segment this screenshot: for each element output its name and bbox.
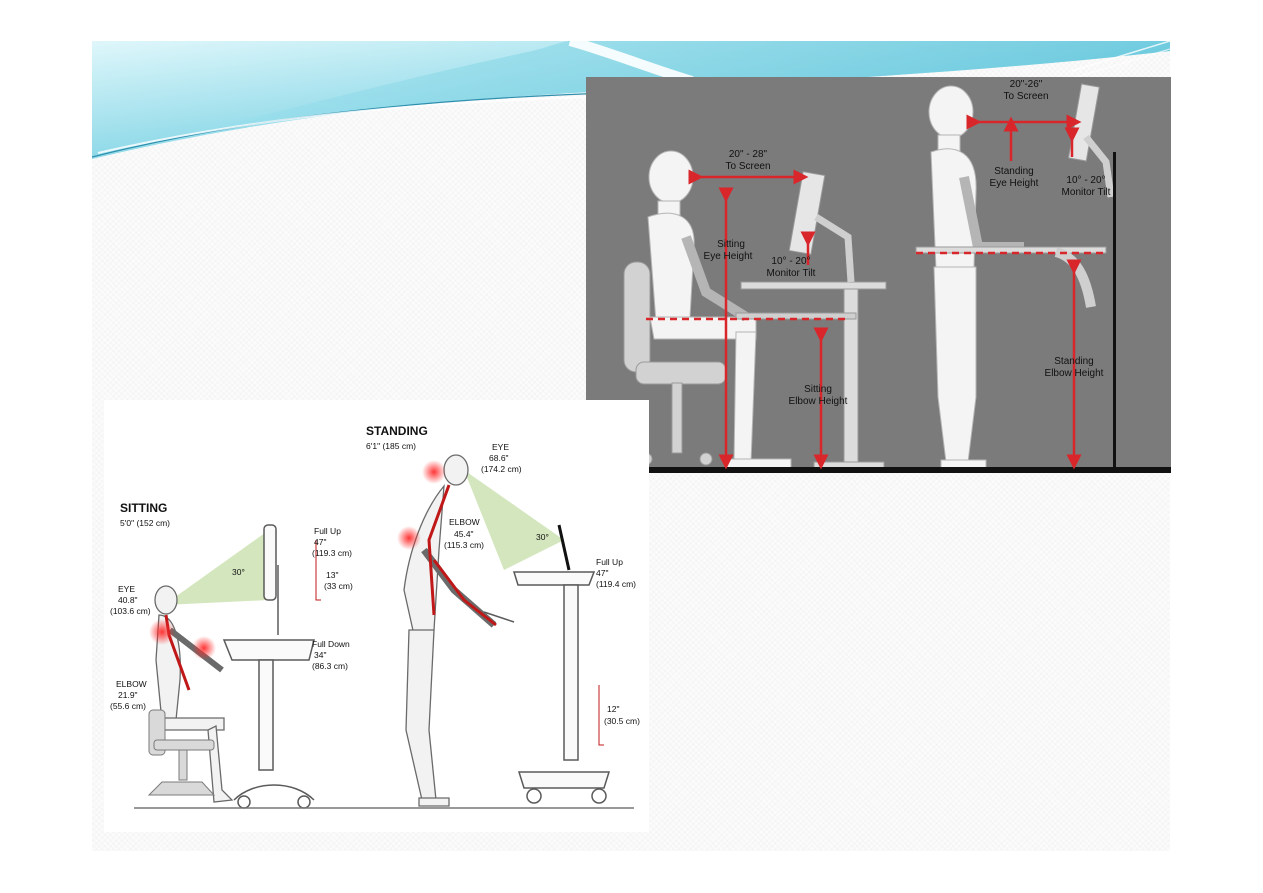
standing-spine-line [427, 484, 451, 616]
slide-canvas: 20" - 28" To Screen Sitting Eye Height 1… [92, 41, 1171, 851]
standing-elbow-val: 45.4" [454, 529, 474, 539]
sitting-range: 13" [326, 570, 338, 580]
strain-glow [192, 636, 216, 660]
sitting-fulldown-val: 34" [314, 650, 326, 660]
sitting-eye-cm: (103.6 cm) [110, 606, 151, 616]
standing-eye-label: EYE [492, 442, 509, 452]
sitting-range-cm: (33 cm) [324, 581, 353, 591]
standing-angle: 30° [536, 532, 549, 542]
standing-range: 12" [607, 704, 619, 714]
sitting-elbow-label: Sitting [804, 384, 832, 395]
sitting-angle: 30° [232, 567, 245, 577]
standing-height: 6'1" (185 cm) [366, 441, 416, 451]
sitting-desk [735, 171, 887, 471]
sitting-person-figure [647, 150, 792, 470]
sitting-tilt-label: 10° - 20° [771, 256, 810, 267]
standing-eye-val: 68.6" [489, 453, 509, 463]
standing-fullup-val: 47" [596, 568, 608, 578]
sitting-elbow-val: 21.9" [118, 690, 138, 700]
standing-elbow-cm: (115.3 cm) [444, 540, 484, 550]
sitting-elbow-cm: (55.6 cm) [110, 701, 146, 711]
sitting-elbow-label: ELBOW [116, 679, 147, 689]
sit-stand-cart-illustration: STANDING 6'1" (185 cm) EYE 68.6" (174.2 … [104, 400, 649, 832]
standing-elbow-sub: Elbow Height [1045, 368, 1104, 379]
standing-fullup: Full Up [596, 557, 623, 567]
sitting-chair [147, 709, 216, 796]
standing-eye-cm: (174.2 cm) [481, 464, 522, 474]
workstation-diagram: 20" - 28" To Screen Sitting Eye Height 1… [586, 79, 1171, 473]
strain-glow [422, 460, 446, 484]
standing-sight-cone [464, 470, 564, 570]
standing-eye-label: Standing [994, 166, 1033, 177]
sitting-sight-cone [164, 530, 269, 605]
sitting-height: 5'0" (152 cm) [120, 518, 170, 528]
sitting-fulldown: Full Down [312, 639, 350, 649]
standing-title: STANDING [366, 424, 428, 438]
sitting-fullup-val: 47" [314, 537, 326, 547]
standing-eye-sub: Eye Height [990, 178, 1039, 189]
sitting-mannequin [154, 585, 234, 803]
header-wave-banner [92, 41, 1170, 159]
standing-fullup-cm: (119.4 cm) [596, 579, 636, 589]
sitting-eye-label: Sitting [717, 239, 745, 250]
strain-glow [397, 526, 421, 550]
standing-arm-line [432, 559, 497, 627]
sitting-distance-label: 20" - 28" [729, 149, 768, 160]
standing-tilt-label: 10° - 20° [1066, 175, 1105, 186]
sit-stand-diagram: STANDING 6'1" (185 cm) EYE 68.6" (174.2 … [110, 424, 640, 809]
sitting-eye-val: 40.8" [118, 595, 138, 605]
floor-line [586, 467, 1171, 473]
standing-range-cm: (30.5 cm) [604, 716, 640, 726]
sitting-fullup: Full Up [314, 526, 341, 536]
standing-range-bracket [598, 685, 604, 746]
sitting-fullup-cm: (119.3 cm) [312, 548, 352, 558]
sitting-range-bracket [315, 540, 321, 601]
standing-elbow-label: ELBOW [449, 517, 480, 527]
standing-distance-label: 20"-26" [1010, 79, 1043, 90]
workstation-height-illustration: 20" - 28" To Screen Sitting Eye Height 1… [586, 77, 1171, 473]
sitting-fulldown-cm: (86.3 cm) [312, 661, 348, 671]
sitting-tilt-sub: Monitor Tilt [767, 268, 816, 279]
standing-tilt-sub: Monitor Tilt [1062, 187, 1111, 198]
standing-distance-sub: To Screen [1003, 91, 1048, 102]
sitting-eye-label: EYE [118, 584, 135, 594]
standing-cart [483, 524, 611, 804]
sitting-distance-sub: To Screen [725, 161, 770, 172]
sitting-eye-sub: Eye Height [704, 251, 753, 262]
sitting-title: SITTING [120, 501, 167, 515]
sitting-cart [222, 524, 315, 809]
strain-glow [149, 619, 175, 645]
measurement-lines [646, 114, 1106, 470]
standing-elbow-label: Standing [1054, 356, 1093, 367]
sitting-elbow-sub: Elbow Height [789, 396, 848, 407]
